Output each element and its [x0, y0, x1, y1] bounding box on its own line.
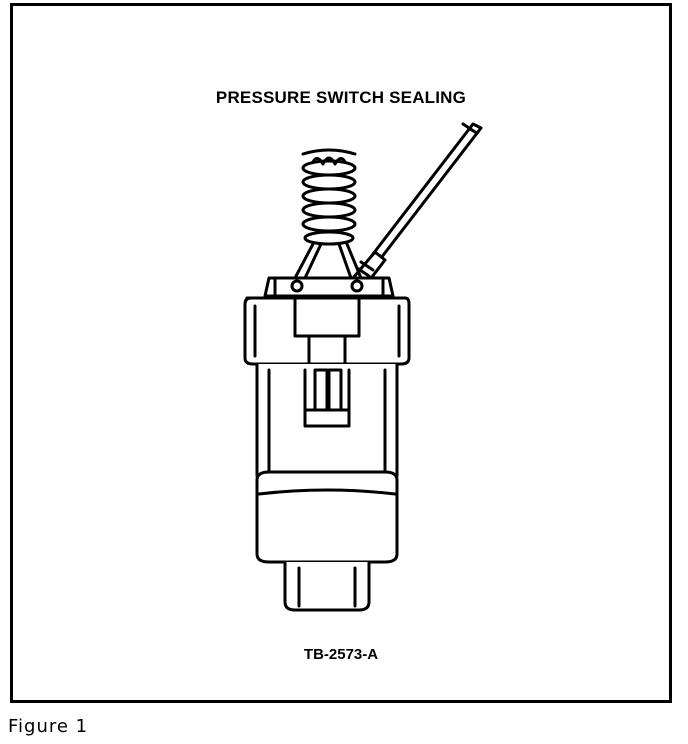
sealing-tool — [351, 122, 483, 288]
figure-frame: PRESSURE SWITCH SEALING TB-2573-A — [10, 3, 672, 703]
figure-caption: Figure 1 — [8, 716, 89, 737]
terminal-wires — [293, 242, 363, 280]
coil-spring — [301, 148, 357, 246]
collar-ring — [255, 470, 399, 564]
switch-body — [255, 362, 399, 478]
terminal-block — [263, 276, 395, 298]
part-code-label: TB-2573-A — [303, 646, 379, 663]
diagram-title: PRESSURE SWITCH SEALING — [215, 88, 467, 107]
hex-base — [283, 560, 371, 612]
pressure-switch-illustration — [243, 122, 483, 612]
connector-housing — [243, 296, 411, 372]
